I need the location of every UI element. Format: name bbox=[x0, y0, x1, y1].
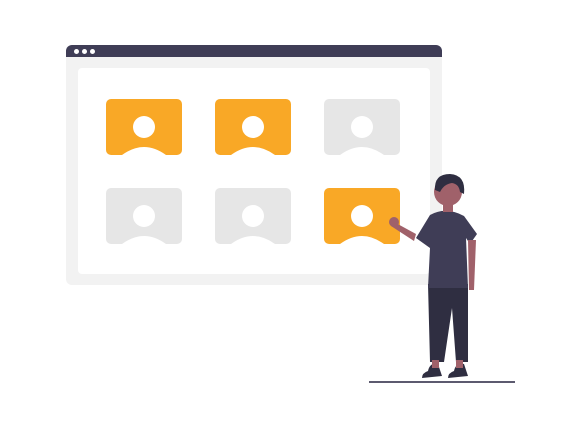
ground-line bbox=[369, 381, 515, 383]
avatar-head-icon bbox=[351, 116, 373, 138]
profile-card[interactable] bbox=[106, 188, 182, 244]
avatar-head-icon bbox=[242, 205, 264, 227]
avatar-body-icon bbox=[122, 147, 166, 155]
pointing-arm bbox=[391, 222, 416, 241]
avatar-head-icon bbox=[242, 116, 264, 138]
avatar-head-icon bbox=[133, 205, 155, 227]
avatar-head-icon bbox=[133, 116, 155, 138]
profile-card[interactable] bbox=[106, 99, 182, 155]
window-dot-icon bbox=[74, 49, 79, 54]
right-arm bbox=[468, 240, 476, 290]
window-dot-icon bbox=[82, 49, 87, 54]
person-hair bbox=[434, 174, 465, 194]
window-dot-icon bbox=[90, 49, 95, 54]
hand-icon bbox=[389, 217, 399, 227]
profile-card[interactable] bbox=[215, 188, 291, 244]
avatar-body-icon bbox=[340, 147, 384, 155]
profile-card[interactable] bbox=[215, 99, 291, 155]
avatar-body-icon bbox=[340, 236, 384, 244]
window-titlebar bbox=[66, 45, 442, 57]
person-legs bbox=[428, 284, 468, 362]
profile-card[interactable] bbox=[324, 99, 400, 155]
avatar-body-icon bbox=[231, 236, 275, 244]
person-shirt bbox=[416, 210, 477, 288]
avatar-body-icon bbox=[122, 236, 166, 244]
profile-card[interactable] bbox=[324, 188, 400, 244]
avatar-body-icon bbox=[231, 147, 275, 155]
person-figure bbox=[389, 174, 477, 378]
avatar-head-icon bbox=[351, 205, 373, 227]
